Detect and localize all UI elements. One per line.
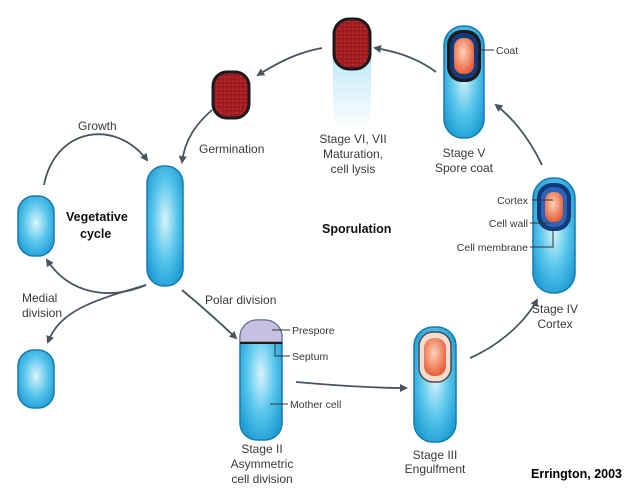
vegetative-cycle-label-2: cycle (80, 227, 111, 241)
polar-division-arrow (181, 289, 238, 340)
medial-division-arrow-up (45, 258, 147, 294)
stage2-prespore (239, 319, 283, 343)
stage67-spore (332, 17, 372, 71)
prespore-label: Prespore (292, 325, 335, 337)
mother-cell-label: Mother cell (290, 399, 341, 411)
sporulation-label: Sporulation (322, 222, 391, 236)
stage67-label-2: Maturation, (323, 147, 383, 161)
stage67-label-3: cell lysis (331, 162, 376, 176)
vegetative-cycle-label-1: Vegetative (66, 210, 128, 224)
growth-label: Growth (78, 119, 117, 133)
stage67-to-germination-arrow (256, 47, 323, 77)
medial-division-arrow-down (46, 284, 147, 344)
stage5-to-stage67-arrow (373, 44, 437, 73)
stage5-label-2: Spore coat (435, 161, 494, 175)
stage5-label-1: Stage V (443, 146, 486, 160)
cycle-arrows (43, 44, 543, 392)
polar-division-label: Polar division (205, 293, 276, 307)
stage2-to-stage3-arrow (295, 381, 408, 392)
pointer-lines (270, 49, 554, 405)
stage4-label-2: Cortex (537, 317, 572, 331)
stage4-core (545, 192, 563, 222)
germination-arrow (178, 109, 213, 164)
germination-label: Germination (199, 142, 264, 156)
cortex-label: Cortex (497, 195, 529, 207)
cell-membrane-label: Cell membrane (457, 242, 528, 254)
stage3-prespore-core (424, 338, 446, 376)
medial-division-label-1: Medial (22, 291, 57, 305)
stage4-label-1: Stage IV (532, 302, 578, 316)
vegetative-cell-left (17, 195, 55, 257)
septum-label: Septum (292, 351, 328, 363)
stage2-label-3: cell division (231, 472, 292, 486)
stage3-to-stage4-arrow (469, 298, 538, 359)
stage4-to-stage5-arrow (494, 103, 543, 166)
cell-wall-label: Cell wall (489, 218, 528, 230)
daughter-cell (17, 349, 55, 409)
stage2-label-1: Stage II (241, 442, 282, 456)
citation-credit: Errington, 2003 (531, 467, 622, 481)
growth-arrow (43, 133, 149, 186)
stage3-label-2: Engulfment (405, 462, 466, 476)
germinating-spore (211, 70, 251, 120)
stage5-core (454, 38, 474, 74)
coat-label: Coat (496, 45, 518, 57)
stage2-label-2: Asymmetric (231, 457, 294, 471)
medial-division-label-2: division (22, 306, 62, 320)
stage67-label-1: Stage VI, VII (319, 132, 386, 146)
stage3-label-1: Stage III (413, 448, 458, 462)
vegetative-cell-large (146, 165, 184, 287)
